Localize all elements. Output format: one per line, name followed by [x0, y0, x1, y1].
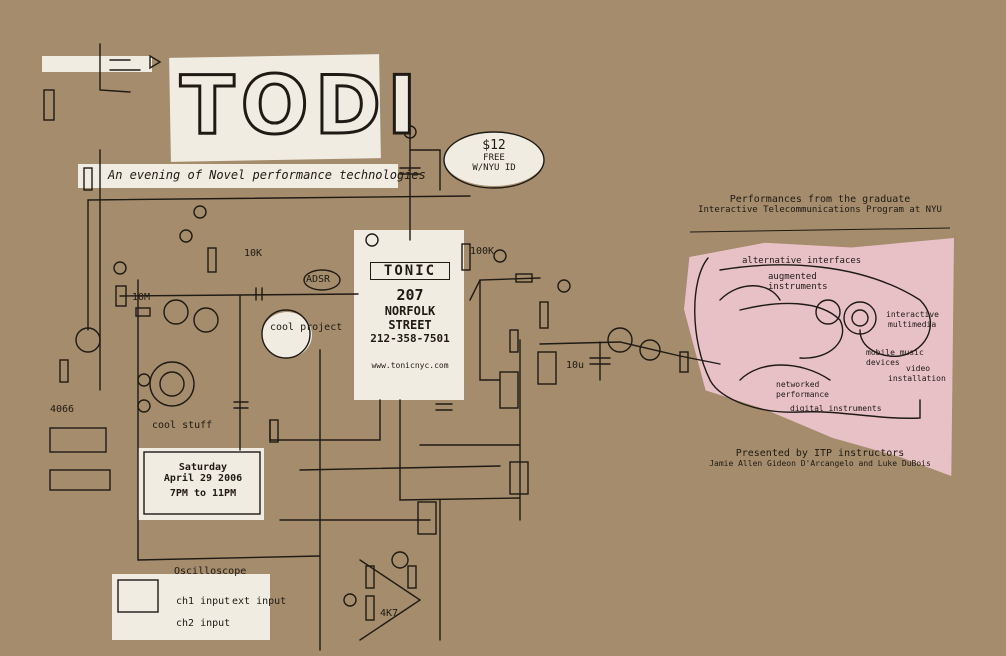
itp-heading-line1: Performances from the graduate	[729, 194, 911, 205]
venue-line2: NORFOLK	[384, 304, 436, 318]
date-block: Saturday April 29 2006 7PM to 11PM	[148, 462, 258, 499]
ear-label-aug1: augmented	[768, 272, 817, 282]
venue-phone: 212-358-7501	[370, 332, 450, 345]
ext-label: ext input	[232, 596, 286, 607]
price-patch	[444, 132, 544, 186]
date-time: 7PM to 11PM	[169, 488, 237, 499]
date-date: April 29 2006	[163, 473, 243, 484]
ear-label-vid2: installation	[888, 374, 946, 383]
scope-patch	[112, 574, 270, 640]
venue-line1: 207	[396, 286, 424, 304]
cool-project-label: cool project	[270, 322, 342, 333]
ear-label-inter2: multimedia	[888, 320, 937, 329]
ear-label-vid1: video	[906, 364, 931, 373]
venue-patch	[354, 230, 464, 400]
chip-label: 4066	[50, 404, 74, 415]
ear-label-mob2: devices	[866, 358, 900, 367]
credits-line2: Jamie Allen Gideon D'Arcangelo and Luke …	[709, 459, 931, 468]
itp-heading: Performances from the graduate Interacti…	[680, 194, 960, 215]
venue-line3: STREET	[388, 318, 432, 332]
ear-label-alt: alternative interfaces	[742, 256, 862, 266]
ear-label-net1: networked	[776, 380, 820, 389]
ch1-label: ch1 input	[176, 596, 230, 607]
ear-label-mob1: mobile music	[866, 348, 924, 357]
ear-label-inter1: interactive	[886, 310, 939, 319]
credits: Presented by ITP instructors Jamie Allen…	[680, 448, 960, 468]
itp-heading-line2: Interactive Telecommunications Program a…	[698, 205, 942, 215]
ear-label-aug2: instruments	[768, 282, 828, 292]
venue-block: TONIC 207 NORFOLK STREET 212-358-7501 ww…	[360, 262, 460, 370]
venue-url: www.tonicnyc.com	[371, 361, 449, 370]
oscilloscope-label: Oscilloscope	[174, 566, 246, 577]
credits-line1: Presented by ITP instructors	[735, 448, 905, 459]
tagline: An evening of Novel performance technolo…	[108, 168, 426, 182]
date-patch	[138, 448, 264, 520]
price-bubble: $12 FREE W/NYU ID	[462, 138, 526, 173]
cool-stuff-label: cool stuff	[152, 420, 212, 431]
ch2-label: ch2 input	[176, 618, 230, 629]
price-free: FREE	[483, 153, 505, 163]
ear-label-dig: digital instruments	[790, 404, 882, 413]
date-day: Saturday	[178, 462, 228, 473]
tagline-patch	[78, 164, 398, 188]
ear-label-net2: performance	[776, 390, 829, 399]
venue-name: TONIC	[370, 262, 450, 280]
c10u-label: 10u	[566, 360, 584, 371]
poster-title: TODI	[179, 58, 423, 154]
adsr-label: ADSR	[306, 274, 331, 285]
r4k7-label: 4K7	[380, 608, 398, 619]
price-nyu: W/NYU ID	[472, 163, 516, 173]
r10k-label: 10K	[244, 248, 262, 259]
r10m-label: 10M	[132, 292, 150, 303]
r100k-label: 100K	[470, 246, 494, 257]
price-amount: $12	[482, 138, 506, 153]
